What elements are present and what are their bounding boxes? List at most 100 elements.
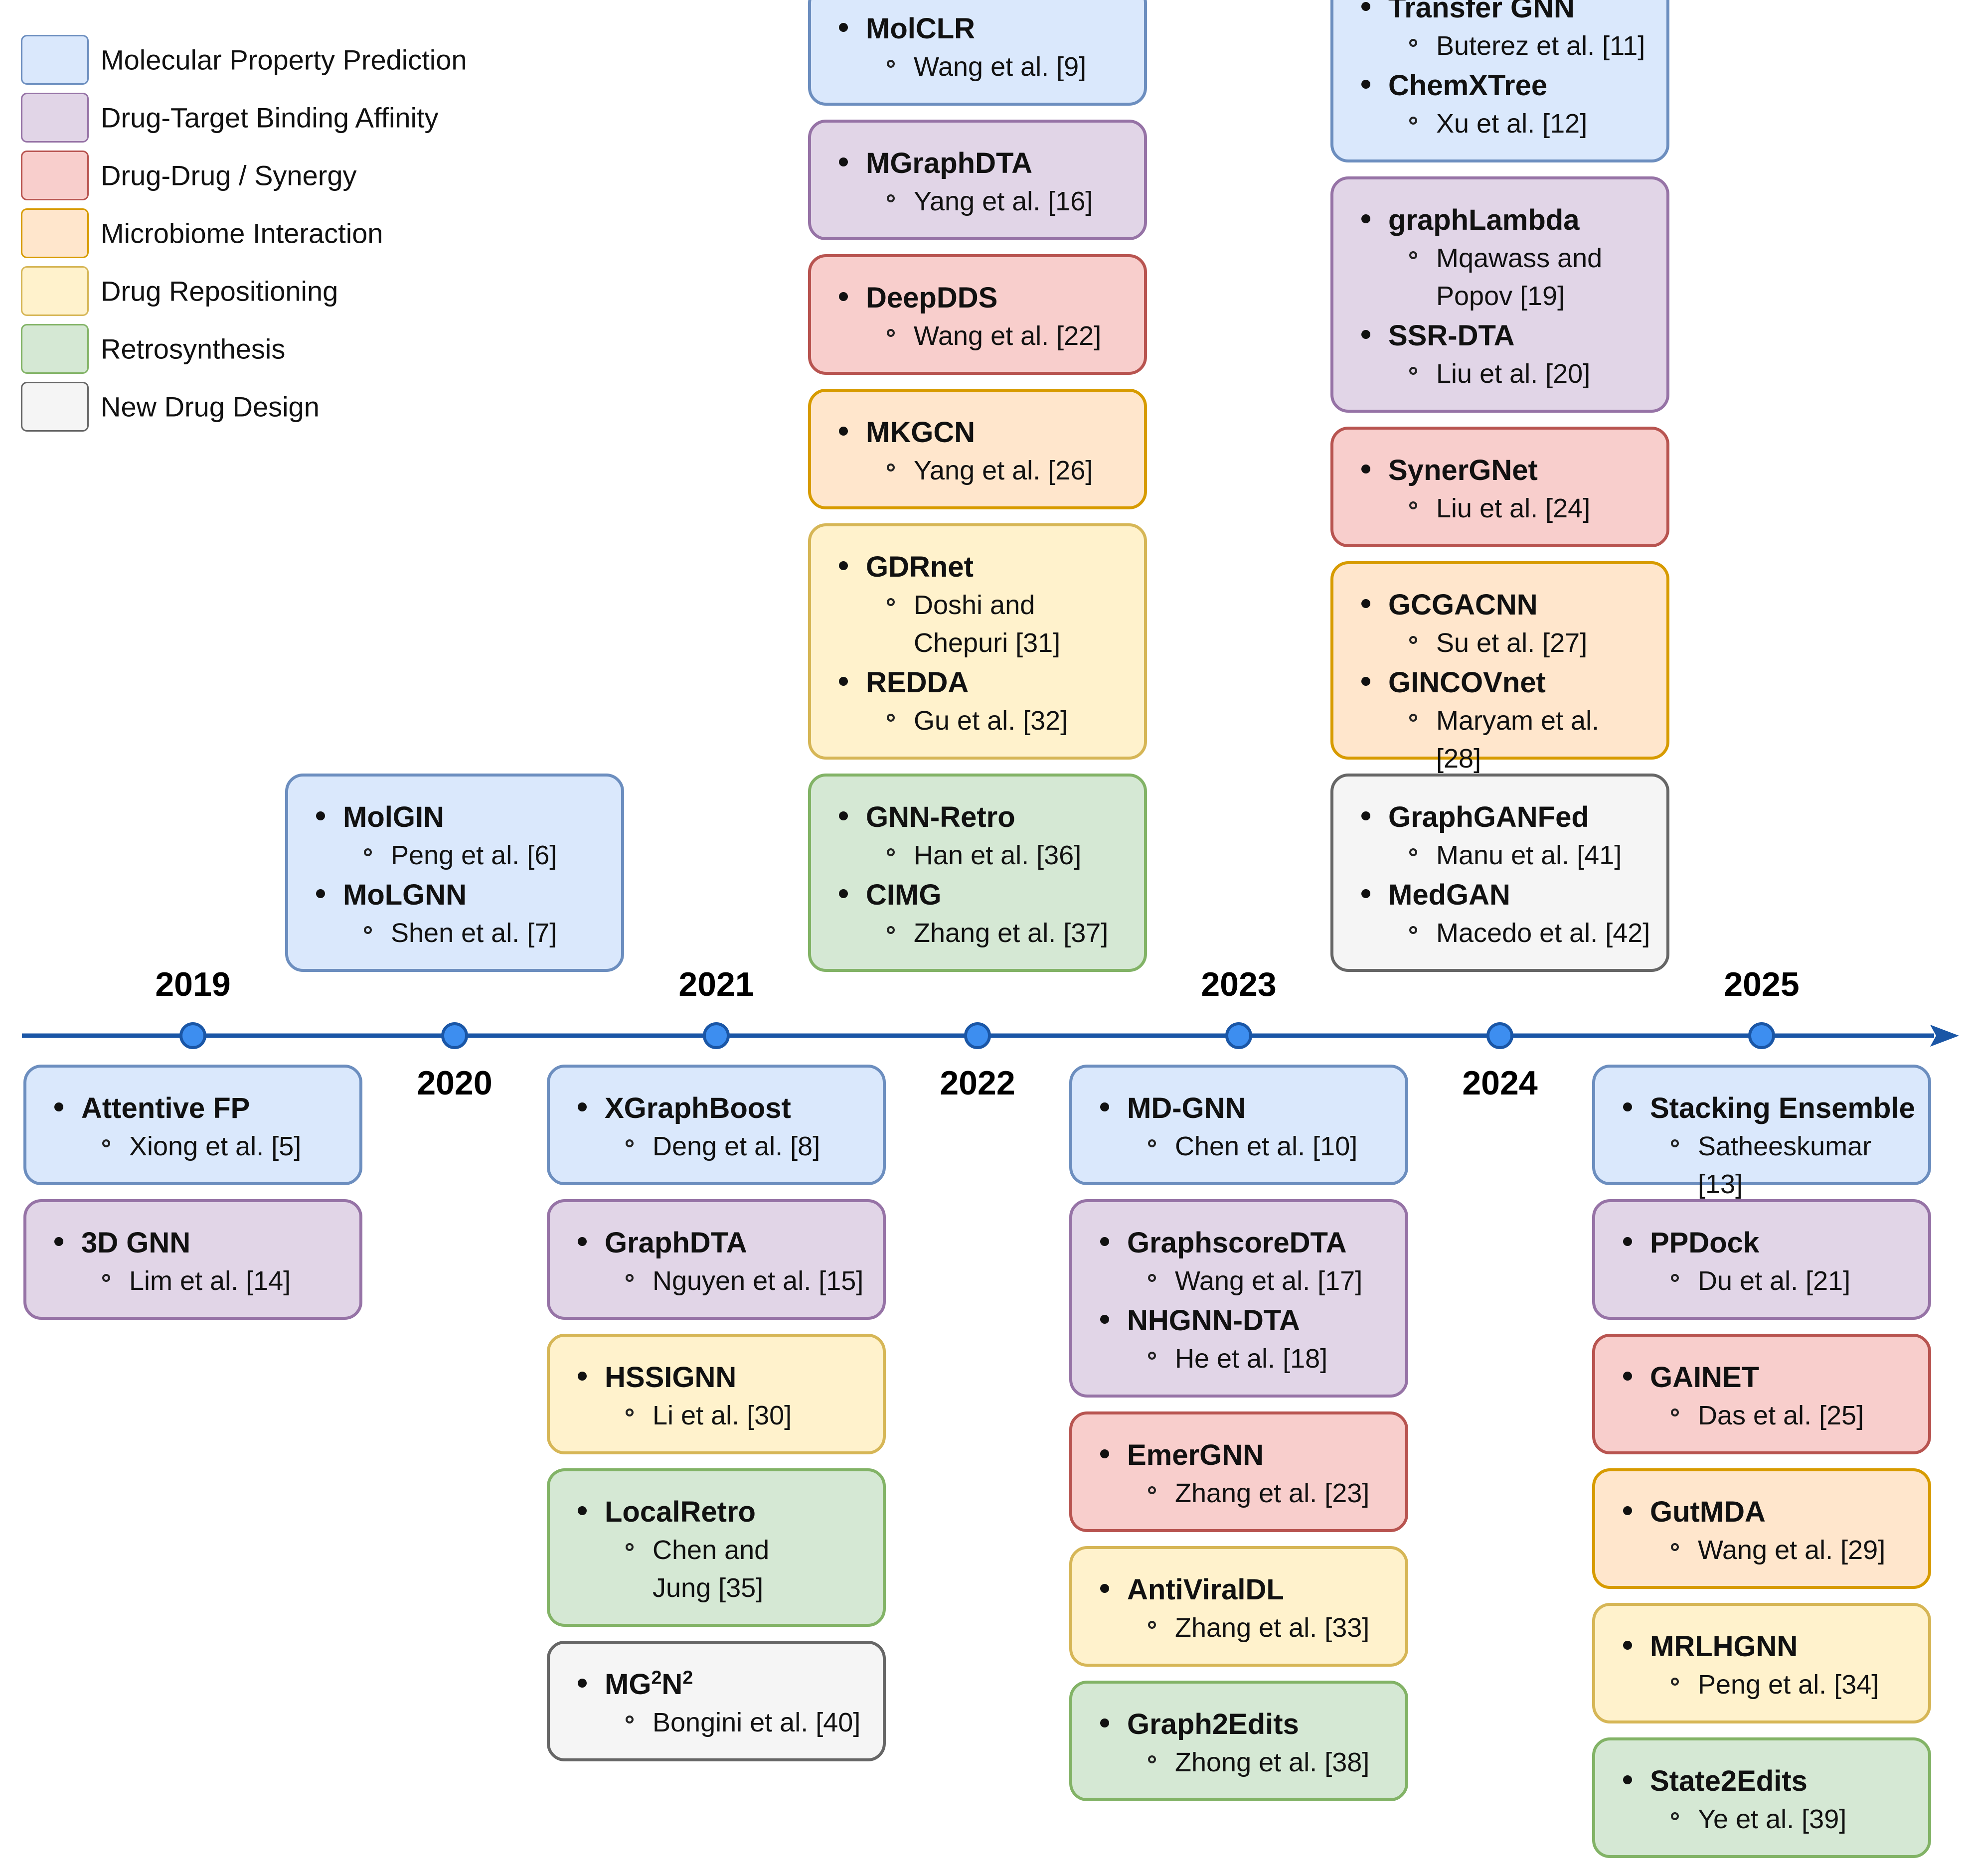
bullet-circle-icon bbox=[1671, 1812, 1679, 1820]
bullet-dot-icon bbox=[1623, 1237, 1632, 1246]
citation-text: Zhang et al. [23] bbox=[1175, 1478, 1370, 1508]
citation: Satheeskumar [13] bbox=[1650, 1127, 1913, 1203]
bullet-dot-icon bbox=[316, 889, 325, 898]
method-name: ChemXTree bbox=[1388, 69, 1548, 102]
bullet-circle-icon bbox=[1148, 1486, 1156, 1494]
bullet-circle-icon bbox=[1409, 926, 1417, 934]
citation-text: Chepuri [31] bbox=[914, 628, 1061, 658]
year-label-2022: 2022 bbox=[940, 1064, 1015, 1102]
bullet-dot-icon bbox=[839, 427, 848, 436]
bullet-circle-icon bbox=[102, 1139, 110, 1147]
method-name: HSSIGNN bbox=[605, 1361, 737, 1394]
citation-text: Peng et al. [34] bbox=[1698, 1670, 1879, 1700]
method-item-mrlhgnn: MRLHGNN Peng et al. [34] bbox=[1595, 1628, 1913, 1704]
bullet-dot-icon bbox=[839, 23, 848, 32]
bullet-circle-icon bbox=[1409, 636, 1417, 644]
method-name: CIMG bbox=[866, 879, 942, 911]
bullet-dot-icon bbox=[1361, 2, 1370, 11]
citation-text: Su et al. [27] bbox=[1436, 628, 1588, 658]
citation: Xu et al. [12] bbox=[1388, 105, 1651, 143]
bullet-circle-icon bbox=[1671, 1139, 1679, 1147]
method-name: GDRnet bbox=[866, 551, 974, 583]
year-label-2021: 2021 bbox=[678, 965, 754, 1003]
method-name: graphLambda bbox=[1388, 204, 1580, 236]
citation-text: Satheeskumar [13] bbox=[1698, 1131, 1872, 1199]
bullet-dot-icon bbox=[1623, 1775, 1632, 1784]
method-card-mpp-2024: Transfer GNN Buterez et al. [11] ChemXTree… bbox=[1330, 0, 1669, 162]
method-name: AntiViralDL bbox=[1127, 1573, 1284, 1606]
method-name: MolCLR bbox=[866, 12, 976, 45]
year-label-2023: 2023 bbox=[1201, 965, 1277, 1003]
legend-swatch bbox=[21, 382, 89, 432]
citation: Manu et al. [41] bbox=[1388, 836, 1651, 874]
citation-text: Das et al. [25] bbox=[1698, 1401, 1864, 1430]
bullet-circle-icon bbox=[1409, 714, 1417, 722]
bullet-dot-icon bbox=[1361, 214, 1370, 223]
citation-text: Wang et al. [22] bbox=[914, 321, 1102, 351]
method-name: GNN-Retro bbox=[866, 801, 1015, 833]
bullet-dot-icon bbox=[1623, 1641, 1632, 1650]
method-name: MRLHGNN bbox=[1650, 1630, 1798, 1663]
bullet-circle-icon bbox=[364, 926, 372, 934]
bullet-circle-icon bbox=[626, 1716, 634, 1723]
bullet-dot-icon bbox=[54, 1102, 63, 1111]
citation-text: Liu et al. [20] bbox=[1436, 359, 1591, 389]
legend-label: New Drug Design bbox=[101, 391, 320, 423]
citation: Wang et al. [22] bbox=[866, 317, 1129, 355]
method-name: XGraphBoost bbox=[605, 1092, 791, 1124]
bullet-circle-icon bbox=[887, 926, 895, 934]
method-name: MoLGNN bbox=[343, 879, 467, 911]
bullet-circle-icon bbox=[1409, 117, 1417, 125]
bullet-circle-icon bbox=[887, 598, 895, 606]
method-name: Transfer GNN bbox=[1388, 0, 1575, 24]
citation: Liu et al. [24] bbox=[1388, 489, 1651, 527]
citation: Maryam et al. [28] bbox=[1388, 702, 1651, 778]
method-name: REDDA bbox=[866, 666, 969, 699]
bullet-dot-icon bbox=[316, 811, 325, 820]
citation-text: Gu et al. [32] bbox=[914, 706, 1068, 736]
method-name: Graph2Edits bbox=[1127, 1708, 1299, 1740]
citation-text: Maryam et al. [28] bbox=[1436, 706, 1600, 774]
year-marker-2024 bbox=[1486, 1022, 1513, 1049]
year-label-2024: 2024 bbox=[1462, 1064, 1538, 1102]
citation: Han et al. [36] bbox=[866, 836, 1129, 874]
method-item-transfer-gnn: Transfer GNN Buterez et al. [11] bbox=[1333, 0, 1651, 65]
citation-text: Ye et al. [39] bbox=[1698, 1804, 1847, 1834]
bullet-circle-icon bbox=[626, 1139, 634, 1147]
bullet-circle-icon bbox=[1148, 1621, 1156, 1629]
legend-label: Drug-Target Binding Affinity bbox=[101, 102, 439, 134]
bullet-dot-icon bbox=[1100, 1237, 1109, 1246]
citation: Das et al. [25] bbox=[1650, 1397, 1913, 1434]
citation-text: Buterez et al. [11] bbox=[1436, 31, 1645, 61]
citation-text: Jung [35] bbox=[653, 1573, 764, 1603]
citation: Zhong et al. [38] bbox=[1127, 1743, 1390, 1781]
method-name: GutMDA bbox=[1650, 1496, 1766, 1528]
